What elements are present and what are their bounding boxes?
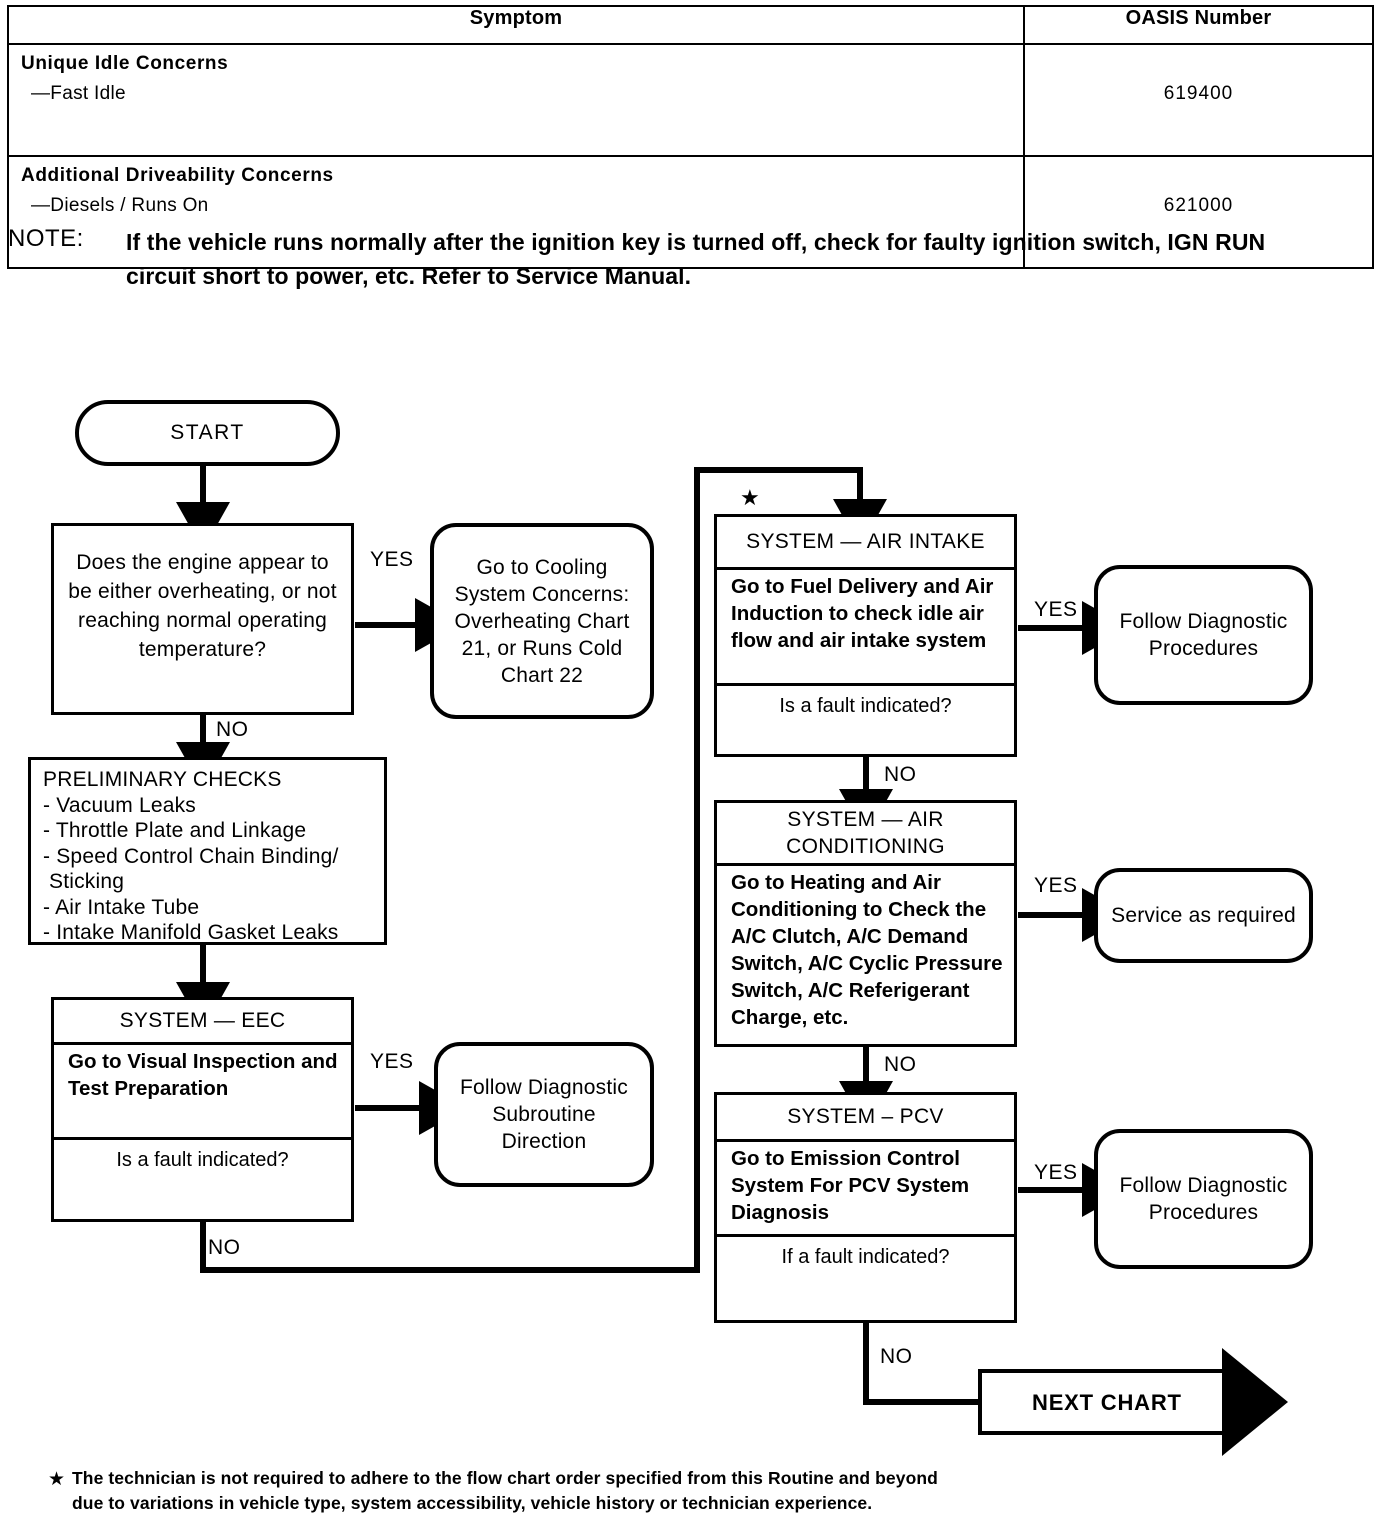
follow-subroutine-text: Follow Diagnostic Subroutine Direction (460, 1076, 628, 1153)
prelim-item: - Throttle Plate and Linkage (43, 819, 307, 842)
pcv-header: SYSTEM – PCV (717, 1095, 1014, 1142)
edge-label-no: NO (208, 1236, 241, 1259)
symptom-detail: —Diesels / Runs On (31, 195, 209, 216)
column-header-symptom: Symptom (7, 5, 1025, 45)
cooling-system-text: Go to Cooling System Concerns: Overheati… (454, 555, 630, 687)
symptom-cell: Additional Driveability Concerns —Diesel… (7, 155, 1025, 269)
table-row: Unique Idle Concerns —Fast Idle 619400 (7, 43, 1374, 157)
node-service-as-required: Service as required (1094, 868, 1313, 963)
air-intake-question: Is a fault indicated? (779, 695, 952, 717)
edge-label-no: NO (884, 1053, 917, 1076)
prelim-item: - Air Intake Tube (43, 895, 200, 919)
node-system-eec: SYSTEM — EEC Go to Visual Inspection and… (51, 997, 354, 1222)
node-start: START (75, 400, 340, 466)
edge-label-no: NO (884, 763, 917, 786)
node-cooling-system: Go to Cooling System Concerns: Overheati… (430, 523, 654, 719)
note-text: If the vehicle runs normally after the i… (126, 229, 1266, 289)
start-label: START (170, 421, 245, 444)
node-system-air-conditioning: SYSTEM — AIR CONDITIONING Go to Heating … (714, 800, 1017, 1047)
prelim-item: - Intake Manifold Gasket Leaks (43, 921, 339, 944)
pcv-body: Go to Emission Control System For PCV Sy… (717, 1139, 1014, 1237)
edge-label-no: NO (216, 718, 249, 741)
table-row: Additional Driveability Concerns —Diesel… (7, 155, 1374, 269)
edge-label-yes: YES (1034, 874, 1078, 897)
symptom-cell: Unique Idle Concerns —Fast Idle (7, 43, 1025, 157)
edge-label-yes: YES (1034, 1161, 1078, 1184)
air-intake-body: Go to Fuel Delivery and Air Induction to… (717, 567, 1014, 686)
symptom-detail: —Fast Idle (31, 83, 126, 104)
follow-diagnostic-text: Follow Diagnostic Procedures (1119, 610, 1288, 660)
prelim-title: PRELIMINARY CHECKS (43, 768, 282, 791)
node-follow-diagnostic-procedures-top: Follow Diagnostic Procedures (1094, 565, 1313, 705)
star-icon: ★ (48, 1469, 66, 1490)
node-overheat-question: Does the engine appear to be either over… (51, 523, 354, 715)
eec-question: Is a fault indicated? (116, 1149, 289, 1171)
service-as-required-text: Service as required (1111, 904, 1296, 927)
air-intake-header: SYSTEM — AIR INTAKE (717, 517, 1014, 570)
edge-label-yes: YES (370, 548, 414, 571)
eec-header: SYSTEM — EEC (54, 1000, 351, 1045)
edge-label-yes: YES (370, 1050, 414, 1073)
ac-header: SYSTEM — AIR CONDITIONING (717, 803, 1014, 866)
prelim-item: - Speed Control Chain Binding/ (43, 844, 339, 868)
follow-diagnostic-text: Follow Diagnostic Procedures (1119, 1174, 1288, 1224)
next-chart-arrowhead (1222, 1348, 1288, 1456)
prelim-item: Sticking (49, 870, 125, 893)
edge-label-yes: YES (1034, 598, 1078, 621)
pcv-question: If a fault indicated? (781, 1246, 950, 1268)
table-header-row: Symptom OASIS Number (7, 5, 1374, 45)
oasis-number: 621000 (1023, 155, 1374, 269)
eec-body: Go to Visual Inspection and Test Prepara… (54, 1042, 351, 1140)
note-label: NOTE: (8, 225, 84, 252)
node-system-pcv: SYSTEM – PCV Go to Emission Control Syst… (714, 1092, 1017, 1323)
node-preliminary-checks: PRELIMINARY CHECKS - Vacuum Leaks - Thro… (28, 757, 387, 945)
oasis-number: 619400 (1023, 43, 1374, 157)
ac-body: Go to Heating and Air Conditioning to Ch… (731, 871, 1003, 1029)
prelim-item: - Vacuum Leaks (43, 793, 196, 817)
next-chart-label: NEXT CHART (1032, 1390, 1182, 1415)
column-header-oasis: OASIS Number (1023, 5, 1374, 45)
star-icon: ★ (740, 485, 760, 510)
node-follow-subroutine: Follow Diagnostic Subroutine Direction (434, 1042, 654, 1187)
symptom-oasis-table: Symptom OASIS Number Unique Idle Concern… (7, 5, 1374, 269)
node-system-air-intake: SYSTEM — AIR INTAKE Go to Fuel Delivery … (714, 514, 1017, 757)
symptom-concern: Unique Idle Concerns (21, 53, 229, 74)
node-follow-diagnostic-procedures-bottom: Follow Diagnostic Procedures (1094, 1129, 1313, 1269)
overheat-question-text: Does the engine appear to be either over… (68, 551, 337, 661)
symptom-concern: Additional Driveability Concerns (21, 165, 334, 186)
footnote-text: The technician is not required to adhere… (72, 1468, 938, 1513)
edge-label-no: NO (880, 1345, 913, 1368)
